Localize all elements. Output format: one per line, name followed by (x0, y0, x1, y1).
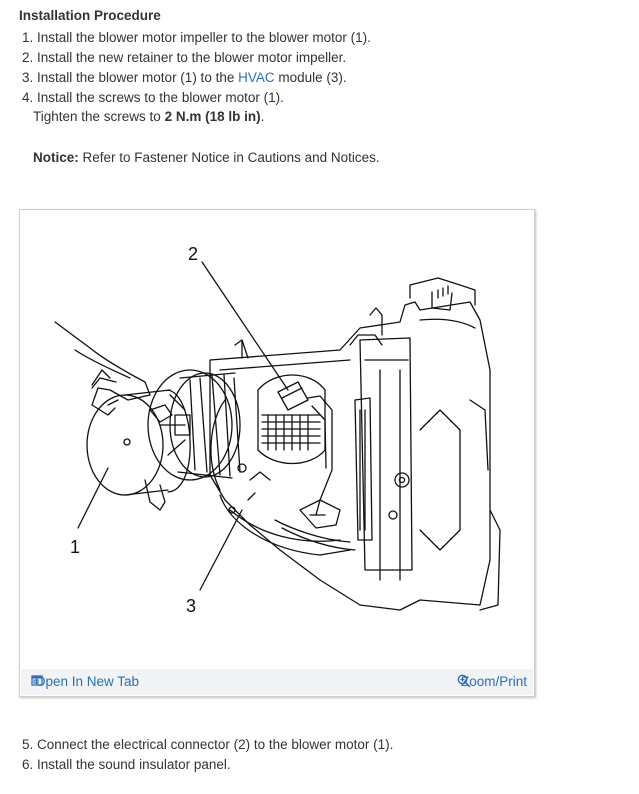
torque-text-pre: Tighten the screws to (33, 109, 165, 124)
step-1: 1.Install the blower motor impeller to t… (22, 29, 371, 47)
step-text: Connect the electrical connector (2) to … (37, 737, 394, 752)
open-in-new-tab-label: Open In New Tab (35, 674, 140, 689)
torque-value: 2 N.m (18 lb in) (164, 109, 261, 124)
zoom-print-label: Zoom/Print (460, 674, 527, 689)
step-2: 2.Install the new retainer to the blower… (22, 49, 346, 67)
section-heading: Installation Procedure (19, 8, 161, 23)
step-number: 1. (22, 30, 34, 45)
step-number: 6. (22, 757, 34, 772)
step-number: 2. (22, 50, 34, 65)
callout-3: 3 (186, 596, 196, 616)
callout-2: 2 (188, 244, 198, 264)
step-number: 5. (22, 737, 34, 752)
zoom-print-button[interactable]: Zoom/Print (457, 674, 527, 689)
blower-motor-illustration: 2 1 3 (54, 244, 501, 616)
fastener-notice: Notice: Refer to Fastener Notice in Caut… (33, 150, 380, 165)
step-text: Install the blower motor impeller to the… (37, 30, 371, 45)
step-4: 4.Install the screws to the blower motor… (22, 89, 284, 107)
step-5: 5.Connect the electrical connector (2) t… (22, 736, 393, 754)
step-number: 3. (22, 70, 34, 85)
notice-label: Notice: (33, 150, 79, 165)
open-in-new-tab-button[interactable]: Open In New Tab (31, 674, 139, 689)
step-text: Install the sound insulator panel. (37, 757, 231, 772)
step-text: Install the new retainer to the blower m… (37, 50, 347, 65)
hvac-link[interactable]: HVAC (238, 70, 275, 85)
torque-text-post: . (260, 109, 265, 124)
step-6: 6.Install the sound insulator panel. (22, 756, 231, 774)
step-text-pre: Install the blower motor (1) to the (37, 70, 239, 85)
step-text: Install the screws to the blower motor (… (37, 90, 284, 105)
notice-text: Refer to Fastener Notice in Cautions and… (78, 150, 380, 165)
step-text-post: module (3). (274, 70, 347, 85)
blower-motor-figure: 2 1 3 Open In New Tab Zoom/Print (19, 209, 535, 697)
step-number: 4. (22, 90, 34, 105)
callout-1: 1 (70, 537, 80, 557)
torque-spec: Tighten the screws to 2 N.m (18 lb in). (33, 109, 264, 124)
figure-toolbar: Open In New Tab Zoom/Print (21, 669, 533, 695)
step-3: 3.Install the blower motor (1) to the HV… (22, 69, 347, 87)
